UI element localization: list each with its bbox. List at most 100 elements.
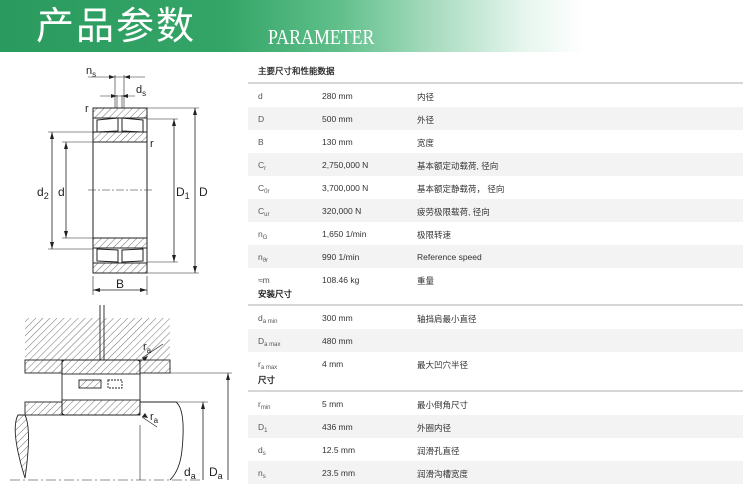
table-row: ns 23.5 mm 润滑沟槽宽度 <box>248 461 743 484</box>
label-ns-sub: s <box>92 70 96 79</box>
row-value: 280 mm <box>322 91 353 101</box>
label-r-inner: r <box>150 138 154 150</box>
table-row: nG 1,650 1/min 极限转速 <box>248 222 743 245</box>
label-B: B <box>116 277 124 291</box>
row-description: 基本额定静载荷， 径向 <box>417 184 505 194</box>
section-label: 尺寸 <box>258 375 276 385</box>
row-symbol-sub: 1 <box>264 428 268 434</box>
row-value: 12.5 mm <box>322 445 356 455</box>
row-symbol: n <box>258 229 263 239</box>
row-value: 320,000 N <box>322 206 362 216</box>
row-description: 润滑孔直径 <box>417 446 460 456</box>
svg-text:ds: ds <box>136 84 146 98</box>
mounting-diagram: ra ra da Da <box>10 305 232 481</box>
table-header: 主要尺寸和性能数据 <box>258 66 335 76</box>
label-d2-sub: 2 <box>44 191 49 201</box>
row-description: 最小倒角尺寸 <box>417 400 469 410</box>
row-description: 外圈内径 <box>417 423 452 433</box>
svg-text:ns: ns <box>86 65 96 79</box>
row-symbol-cell: Da max <box>248 329 322 348</box>
row-description: 疲劳极限载荷, 径向 <box>417 207 490 217</box>
row-symbol-cell: da min <box>248 306 322 325</box>
row-description: 内径 <box>417 92 435 102</box>
banner-title-cn: 产品参数 <box>36 4 197 48</box>
row-symbol-cell: D <box>248 107 322 124</box>
label-ds: d <box>136 84 142 96</box>
row-value: 108.46 kg <box>322 275 360 285</box>
row-description: Reference speed <box>417 252 482 262</box>
row-symbol-sub: ϑr <box>262 258 269 264</box>
row-symbol-cell: nϑr <box>248 245 322 264</box>
label-ns: n <box>86 65 92 77</box>
table-row: d 280 mm 内径 <box>248 84 743 107</box>
row-symbol-sub: ur <box>264 212 270 218</box>
row-value: 990 1/min <box>322 252 360 262</box>
row-value: 1,650 1/min <box>322 229 367 239</box>
section-divider <box>248 304 743 306</box>
table-row: C0r 3,700,000 N 基本额定静载荷， 径向 <box>248 176 743 199</box>
table-row: D1 436 mm 外圈内径 <box>248 415 743 438</box>
table-row: ds 12.5 mm 润滑孔直径 <box>248 438 743 461</box>
label-D1-sub: 1 <box>185 191 190 201</box>
section-divider <box>248 390 743 392</box>
row-description: 润滑沟槽宽度 <box>417 469 469 479</box>
label-D1: D <box>176 185 185 199</box>
row-description: 外径 <box>417 115 435 125</box>
row-value: 3,700,000 N <box>322 183 369 193</box>
label-d: d <box>58 185 65 199</box>
row-value: 436 mm <box>322 422 353 432</box>
row-symbol: r <box>258 399 261 409</box>
row-value: 480 mm <box>322 336 353 346</box>
label-da: d <box>184 465 191 479</box>
row-symbol-cell: B <box>248 130 322 147</box>
row-value: 23.5 mm <box>322 468 356 478</box>
row-symbol-cell: d <box>248 84 322 101</box>
row-symbol-cell: Cr <box>248 153 322 172</box>
row-symbol-sub: min <box>260 405 271 411</box>
label-ds-sub: s <box>142 89 146 98</box>
row-symbol: C <box>258 206 265 216</box>
row-symbol-sub: a min <box>262 319 278 325</box>
row-symbol: D <box>258 422 265 432</box>
row-value: 300 mm <box>322 313 353 323</box>
table-row: da min 300 mm 轴挡肩最小直径 <box>248 306 743 329</box>
row-symbol: C <box>258 183 265 193</box>
row-symbol: d <box>258 91 263 101</box>
row-symbol: n <box>258 468 263 478</box>
row-value: 4 mm <box>322 359 344 369</box>
banner-title-en: PARAMETER <box>268 25 375 49</box>
table-row: Da max 480 mm <box>248 329 743 352</box>
label-r-outer: r <box>85 103 89 115</box>
row-symbol-cell: ds <box>248 438 322 457</box>
svg-text:ra: ra <box>143 341 152 355</box>
row-symbol: B <box>258 137 264 147</box>
bearing-dimension-diagram: ns ds r r d2 d D1 D B <box>37 65 208 295</box>
label-d2: d <box>37 185 44 199</box>
row-description: 重量 <box>417 276 435 286</box>
table-row: D 500 mm 外径 <box>248 107 743 130</box>
table-row: Cr 2,750,000 N 基本额定动载荷, 径向 <box>248 153 743 176</box>
svg-text:ra: ra <box>150 411 159 425</box>
row-symbol-sub: a max <box>260 365 278 371</box>
label-Da-sub: a <box>218 471 223 481</box>
label-ra-bottom-sub: a <box>154 416 159 425</box>
row-value: 130 mm <box>322 137 353 147</box>
row-symbol-cell: rmin <box>248 392 322 411</box>
row-symbol: d <box>258 445 263 455</box>
svg-text:Da: Da <box>209 465 223 481</box>
svg-text:da: da <box>184 465 196 481</box>
label-ra-bottom: r <box>150 411 154 423</box>
row-symbol-sub: r <box>264 166 267 172</box>
row-symbol-cell: C0r <box>248 176 322 195</box>
row-symbol-cell: Cur <box>248 199 322 218</box>
label-da-sub: a <box>191 471 196 481</box>
row-symbol: D <box>258 336 265 346</box>
row-description: 最大凹穴半径 <box>417 360 469 370</box>
row-symbol: C <box>258 160 265 170</box>
row-symbol-sub: a max <box>264 342 281 348</box>
table-row: rmin 5 mm 最小倒角尺寸 <box>248 392 743 415</box>
